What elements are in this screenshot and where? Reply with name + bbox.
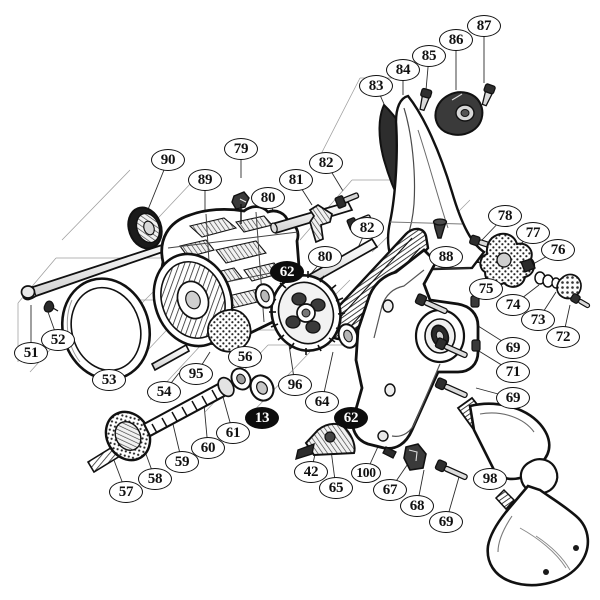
part-callout-77[interactable]: 77	[516, 222, 550, 244]
part-callout-95[interactable]: 95	[179, 363, 213, 385]
part-56-spring	[206, 308, 252, 353]
part-callout-75[interactable]: 75	[469, 278, 503, 300]
part-callout-73[interactable]: 73	[521, 309, 555, 331]
part-79-clamp	[231, 191, 250, 224]
part-42-65-lever	[295, 422, 356, 461]
part-callout-65[interactable]: 65	[319, 477, 353, 499]
part-callout-85[interactable]: 85	[412, 45, 446, 67]
part-callout-51[interactable]: 51	[14, 342, 48, 364]
part-53-ring	[60, 277, 152, 381]
part-callout-72[interactable]: 72	[546, 326, 580, 348]
part-callout-62[interactable]: 62	[270, 261, 304, 283]
part-callout-74[interactable]: 74	[496, 294, 530, 316]
part-callout-69[interactable]: 69	[429, 511, 463, 533]
part-callout-80[interactable]: 80	[308, 246, 342, 268]
part-callout-59[interactable]: 59	[165, 451, 199, 473]
part-52-clip	[43, 300, 59, 313]
part-callout-69[interactable]: 69	[496, 337, 530, 359]
part-86-line-roller	[434, 91, 484, 136]
part-callout-53[interactable]: 53	[92, 369, 126, 391]
part-callout-84[interactable]: 84	[386, 59, 420, 81]
part-69-screws	[414, 293, 468, 481]
part-callout-61[interactable]: 61	[216, 422, 250, 444]
part-callout-54[interactable]: 54	[147, 381, 181, 403]
part-callout-80[interactable]: 80	[251, 187, 285, 209]
part-callout-82[interactable]: 82	[309, 152, 343, 174]
part-callout-100[interactable]: 100	[351, 463, 381, 483]
part-callout-13[interactable]: 13	[245, 407, 279, 429]
part-callout-67[interactable]: 67	[373, 479, 407, 501]
part-callout-69[interactable]: 69	[496, 387, 530, 409]
part-callout-71[interactable]: 71	[496, 361, 530, 383]
part-callout-58[interactable]: 58	[138, 468, 172, 490]
part-callout-89[interactable]: 89	[188, 169, 222, 191]
part-callout-82[interactable]: 82	[350, 217, 384, 239]
part-callout-87[interactable]: 87	[467, 15, 501, 37]
part-callout-81[interactable]: 81	[279, 169, 313, 191]
part-90-bearing	[127, 206, 163, 250]
part-callout-68[interactable]: 68	[400, 495, 434, 517]
part-callout-88[interactable]: 88	[429, 246, 463, 268]
part-callout-76[interactable]: 76	[541, 239, 575, 261]
part-81-lever	[308, 203, 333, 244]
part-callout-62[interactable]: 62	[334, 407, 368, 429]
part-100-boss	[377, 430, 389, 442]
part-67-68-fasteners	[382, 443, 427, 471]
part-callout-86[interactable]: 86	[439, 29, 473, 51]
part-54-pin	[150, 343, 191, 372]
part-callout-56[interactable]: 56	[228, 346, 262, 368]
part-87-screw	[481, 83, 496, 107]
part-callout-42[interactable]: 42	[294, 461, 328, 483]
part-callout-79[interactable]: 79	[224, 138, 258, 160]
part-callout-52[interactable]: 52	[41, 329, 75, 351]
part-callout-90[interactable]: 90	[151, 149, 185, 171]
part-callout-57[interactable]: 57	[109, 481, 143, 503]
parts-72-78-anti-reverse	[469, 232, 591, 309]
part-callout-78[interactable]: 78	[488, 205, 522, 227]
part-callout-60[interactable]: 60	[191, 437, 225, 459]
part-88-screw	[432, 218, 448, 239]
part-98-handle-crank	[456, 396, 590, 587]
part-62a-washer	[254, 283, 276, 309]
part-85-screw	[419, 87, 433, 112]
part-callout-64[interactable]: 64	[305, 391, 339, 413]
part-callout-96[interactable]: 96	[278, 374, 312, 396]
part-57-61-worm-shaft	[86, 367, 275, 474]
part-callout-98[interactable]: 98	[473, 468, 507, 490]
part-callout-83[interactable]: 83	[359, 75, 393, 97]
